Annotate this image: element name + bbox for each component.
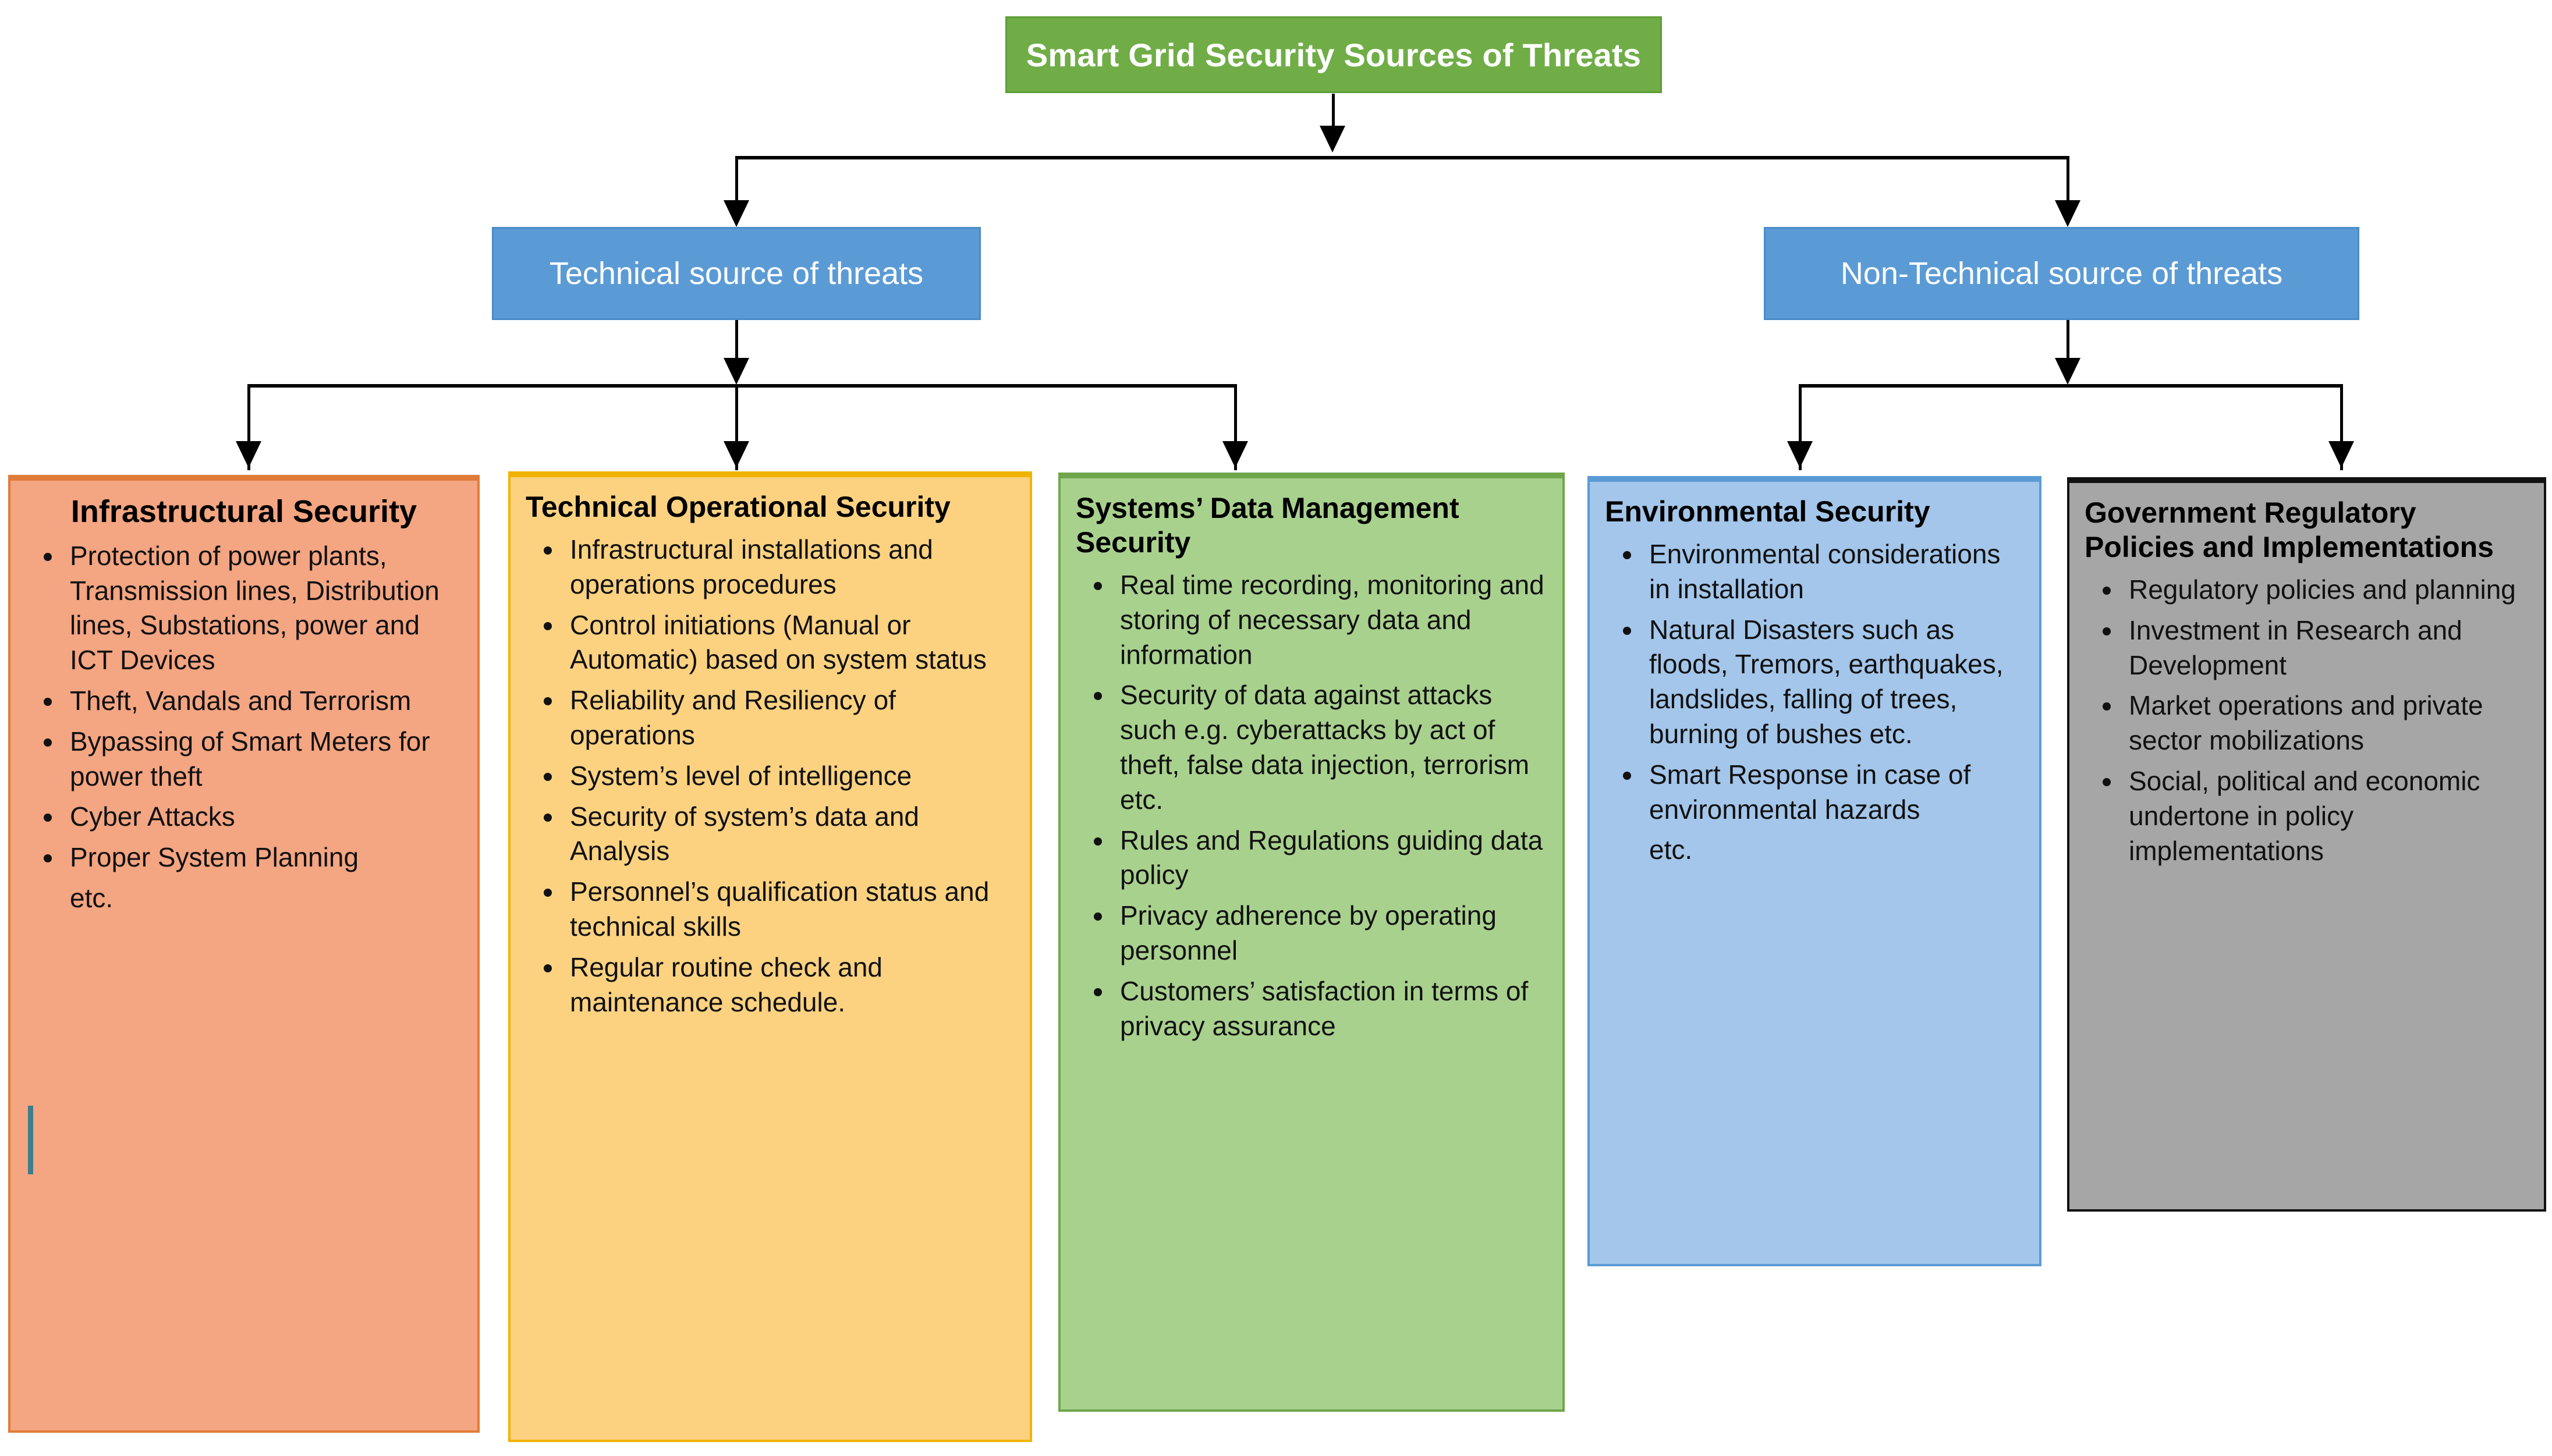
list-item: Reliability and Resiliency of operations	[564, 683, 1015, 753]
list-item: Environmental considerations in installa…	[1643, 537, 2024, 607]
card-technical-operational-security: Technical Operational Security Infrastru…	[508, 471, 1032, 1442]
list-item: Regulatory policies and planning	[2123, 573, 2529, 608]
card-bullet-list: Protection of power plants, Transmission…	[26, 539, 462, 875]
list-item: Real time recording, monitoring and stor…	[1114, 568, 1547, 672]
root-node-smart-grid-security: Smart Grid Security Sources of Threats	[1005, 16, 1662, 93]
card-heading: Infrastructural Security	[70, 494, 417, 529]
connector-level1-bar	[735, 156, 2069, 159]
connector-root-arrow	[1320, 126, 1345, 152]
card-systems-data-management-security: Systems’ Data Management Security Real t…	[1058, 473, 1565, 1412]
list-item: Natural Disasters such as floods, Tremor…	[1643, 613, 2024, 752]
connector-branch-infrastructural	[247, 384, 250, 470]
card-tail-text: etc.	[1649, 834, 1693, 865]
connector-level1-right-arrow	[2055, 200, 2080, 227]
card-heading: Technical Operational Security	[526, 491, 951, 523]
card-bullet-list: Regulatory policies and planning Investm…	[2085, 573, 2529, 868]
list-item: Smart Response in case of environmental …	[1643, 758, 2024, 828]
card-heading: Environmental Security	[1605, 495, 1930, 528]
list-item: Security of system’s data and Analysis	[564, 800, 1015, 869]
list-item: Market operations and private sector mob…	[2123, 688, 2529, 758]
list-item: Security of data against attacks such e.…	[1114, 678, 1547, 817]
list-item: Customers’ satisfaction in terms of priv…	[1114, 974, 1547, 1044]
root-node-label: Smart Grid Security Sources of Threats	[1026, 36, 1642, 73]
list-item: Bypassing of Smart Meters for power thef…	[64, 725, 462, 794]
connector-branch-data-management	[1234, 384, 1237, 470]
card-heading: Systems’ Data Management Security	[1076, 492, 1459, 559]
connector-branch-environmental-arrow	[1787, 441, 1813, 468]
connector-technical-stem-arrow	[724, 358, 749, 385]
list-item: Social, political and economic undertone…	[2123, 764, 2529, 868]
card-heading: Government Regulatory Policies and Imple…	[2085, 496, 2494, 563]
connector-non-technical-stem	[2067, 320, 2069, 378]
connector-level1-left-drop	[735, 156, 738, 220]
list-item: System’s level of intelligence	[564, 759, 1015, 794]
card-tail-text: etc.	[70, 882, 114, 913]
node-non-technical-label: Non-Technical source of threats	[1840, 256, 2283, 291]
node-technical-source-of-threats: Technical source of threats	[492, 227, 981, 320]
connector-branch-data-management-arrow	[1222, 441, 1248, 468]
card-environmental-security: Environmental Security Environmental con…	[1587, 476, 2041, 1266]
connector-level1-right-drop	[2067, 156, 2069, 220]
card-bullet-list: Infrastructural installations and operat…	[526, 532, 1015, 1020]
list-item: Regular routine check and maintenance sc…	[564, 950, 1015, 1020]
card-infrastructural-security: Infrastructural Security Protection of p…	[8, 475, 480, 1433]
connector-level1-left-arrow	[724, 200, 749, 227]
list-item: Cyber Attacks	[64, 800, 462, 834]
node-non-technical-source-of-threats: Non-Technical source of threats	[1764, 227, 2359, 320]
connector-non-technical-stem-arrow	[2055, 358, 2080, 385]
connector-branch-infrastructural-arrow	[236, 441, 261, 468]
connector-technical-bar	[247, 384, 1237, 388]
list-item: Protection of power plants, Transmission…	[64, 539, 462, 678]
connector-branch-environmental	[1799, 384, 1802, 470]
list-item: Investment in Research and Development	[2123, 613, 2529, 683]
connector-branch-operational-arrow	[724, 441, 749, 468]
connector-technical-stem	[735, 320, 738, 378]
card-bullet-list: Environmental considerations in installa…	[1605, 537, 2024, 827]
list-item: Control initiations (Manual or Automatic…	[564, 608, 1015, 678]
list-item: Infrastructural installations and operat…	[564, 532, 1015, 602]
connector-branch-operational	[735, 384, 738, 470]
list-item: Privacy adherence by operating personnel	[1114, 899, 1547, 968]
connector-branch-government	[2340, 384, 2343, 470]
list-item: Personnel’s qualification status and tec…	[564, 875, 1015, 944]
node-technical-label: Technical source of threats	[549, 256, 924, 291]
connector-root-stem	[1332, 94, 1335, 136]
card-government-regulatory-policies: Government Regulatory Policies and Imple…	[2067, 477, 2546, 1212]
text-cursor-artifact	[28, 1106, 33, 1174]
connector-branch-government-arrow	[2328, 441, 2354, 468]
list-item: Theft, Vandals and Terrorism	[64, 684, 462, 719]
list-item: Rules and Regulations guiding data polic…	[1114, 823, 1547, 893]
list-item: Proper System Planning	[64, 840, 462, 875]
card-bullet-list: Real time recording, monitoring and stor…	[1076, 568, 1547, 1043]
connector-non-technical-bar	[1799, 384, 2343, 388]
